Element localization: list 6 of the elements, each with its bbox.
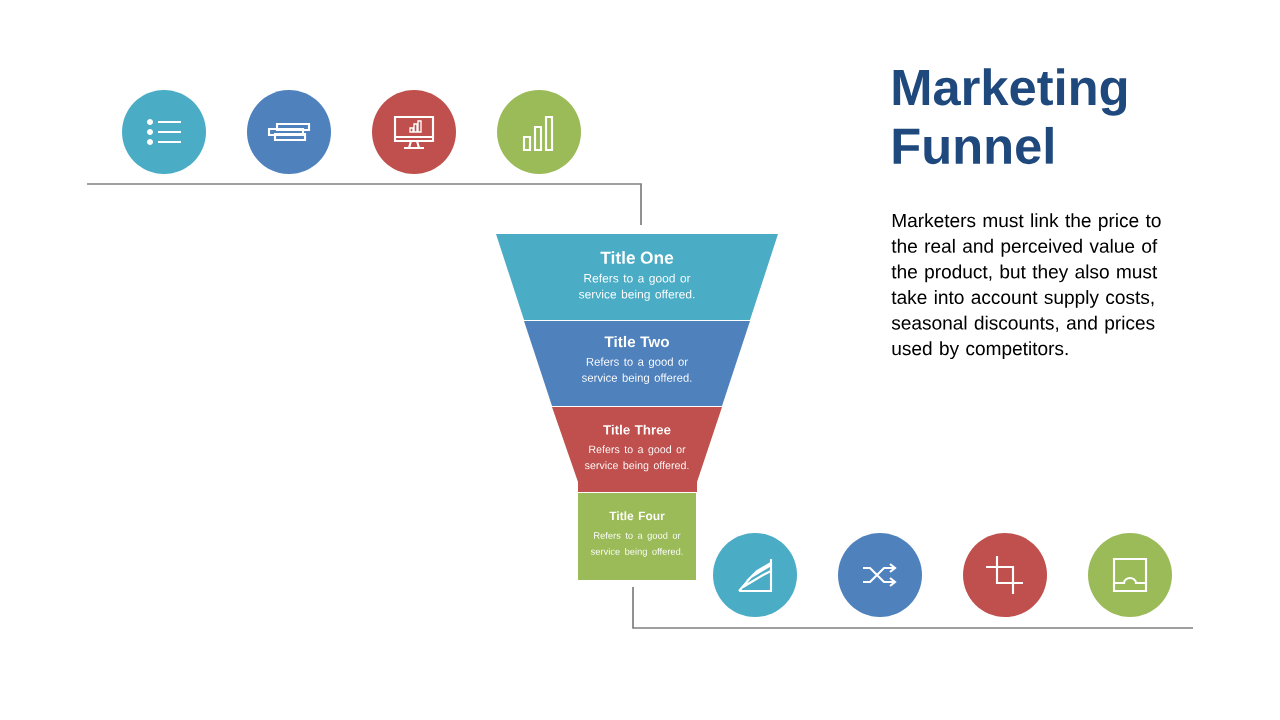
title: Marketing Funnel	[893, 68, 1127, 165]
funnel-segment: Title Three Refers to a good or service being offered.	[552, 407, 722, 492]
funnel-segment: Title Two Refers to a good or service being offered.	[524, 321, 750, 406]
funnel-segment: Title Four Refers to a good or service being offered.	[578, 493, 696, 580]
funnel-segment: Title One Refers to a good or service being offered.	[496, 234, 778, 320]
description-text: Marketers must link the price to the real and perceived value of the product, but they also must take into account supply costs, seasonal discounts, and prices used by competitors.	[891, 213, 1161, 360]
